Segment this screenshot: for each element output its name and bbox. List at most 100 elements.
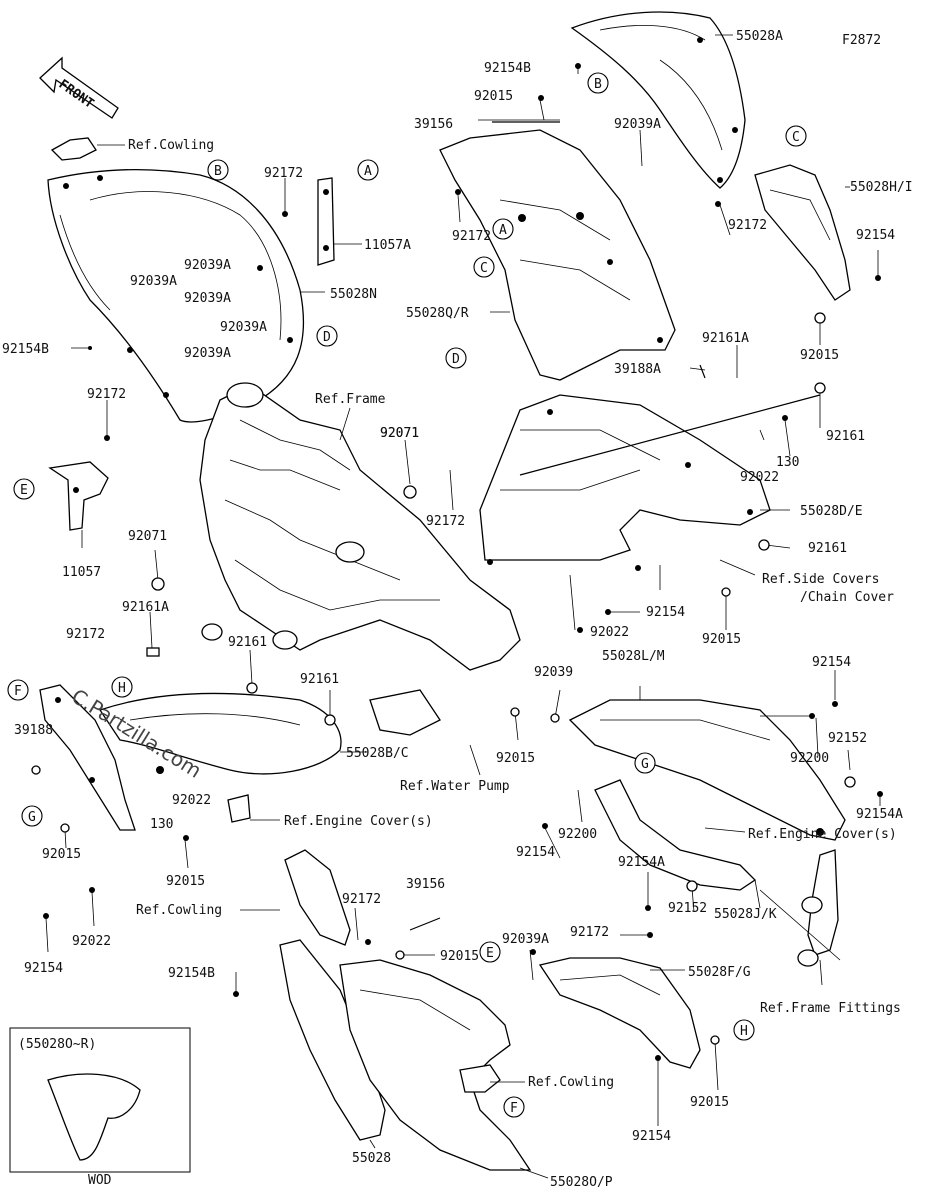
label-92071: 92071: [128, 529, 167, 544]
bracket-11057: [48, 461, 109, 531]
callout-f-1: F: [7, 679, 29, 701]
label-55028LM: 55028L/M: [602, 649, 665, 664]
label-92039A: 92039A: [184, 346, 231, 361]
callout-a-1: A: [357, 159, 379, 181]
callout-b-1: B: [207, 159, 229, 181]
leader-lines: [45, 34, 881, 1179]
label-55028QR: 55028Q/R: [406, 306, 469, 321]
label-ref-cowling-top: Ref.Cowling: [128, 138, 214, 153]
svg-text:A: A: [364, 164, 372, 179]
svg-text:D: D: [323, 330, 331, 345]
callout-e-1: E: [13, 478, 35, 500]
bracket-11057A: [317, 177, 335, 266]
svg-text:G: G: [641, 757, 649, 772]
label-92071: 92071: [380, 426, 419, 441]
callout-h-2: H: [733, 1019, 755, 1041]
svg-text:H: H: [740, 1024, 748, 1039]
fairing-panel-left: [39, 684, 136, 831]
side-cowl-55028QR: [439, 129, 676, 381]
bracket-ref-cowling-bottom: [459, 1064, 501, 1093]
label-92039A: 92039A: [220, 320, 267, 335]
label-ref-side-covers: Ref.Side Covers: [762, 572, 879, 587]
label-ref-water-pump: Ref.Water Pump: [400, 779, 510, 794]
label-39188: 39188: [14, 723, 53, 738]
label-92172: 92172: [452, 229, 491, 244]
cowl-55028OP: [339, 959, 532, 1171]
label-11057A: 11057A: [364, 238, 411, 253]
label-92161A: 92161A: [702, 331, 749, 346]
svg-text:E: E: [20, 483, 28, 498]
label-92154A: 92154A: [856, 807, 903, 822]
label-130: 130: [150, 817, 173, 832]
label-55028HI: 55028H/I: [850, 180, 913, 195]
svg-text:F: F: [510, 1101, 518, 1116]
label-92161: 92161: [300, 672, 339, 687]
bracket-frame-fittings: [797, 849, 839, 967]
svg-text:H: H: [118, 681, 126, 696]
svg-text:F: F: [14, 684, 22, 699]
label-55028FG: 55028F/G: [688, 965, 751, 980]
svg-text:D: D: [452, 352, 460, 367]
label-92022: 92022: [740, 470, 779, 485]
callout-f-2: F: [503, 1096, 525, 1118]
cowl-55028: [279, 849, 386, 1141]
callout-g-2: G: [634, 752, 656, 774]
label-92200: 92200: [790, 751, 829, 766]
label-39156: 39156: [406, 877, 445, 892]
label-92015: 92015: [690, 1095, 729, 1110]
svg-text:B: B: [594, 77, 602, 92]
label-92161: 92161: [808, 541, 847, 556]
label-92154: 92154: [632, 1129, 671, 1144]
label-92015: 92015: [702, 632, 741, 647]
label-92172: 92172: [66, 627, 105, 642]
label-92015: 92015: [166, 874, 205, 889]
label-92015: 92015: [42, 847, 81, 862]
label-92039: 92039: [534, 665, 573, 680]
label-92152: 92152: [828, 731, 867, 746]
svg-text:E: E: [486, 946, 494, 961]
svg-text:C: C: [792, 130, 800, 145]
label-ref-engine-cover-left: Ref.Engine Cover(s): [284, 814, 433, 829]
label-92071: 92071: [380, 426, 419, 441]
callout-g-1: G: [21, 805, 43, 827]
label-ref-frame: Ref.Frame: [315, 392, 386, 407]
label-92154: 92154: [812, 655, 851, 670]
label-92161A: 92161A: [122, 600, 169, 615]
label-92154B: 92154B: [484, 61, 531, 76]
label-92172: 92172: [264, 166, 303, 181]
label-55028N: 55028N: [330, 287, 377, 302]
label-92015: 92015: [440, 949, 479, 964]
front-arrow-icon: FRONT: [39, 56, 119, 119]
label-39188A: 39188A: [614, 362, 661, 377]
label-92022: 92022: [72, 934, 111, 949]
callout-a-2: A: [492, 218, 514, 240]
label-130: 130: [776, 455, 799, 470]
callout-h-1: H: [111, 676, 133, 698]
label-ref-frame-fittings: Ref.Frame Fittings: [760, 1001, 901, 1016]
label-92039A: 92039A: [184, 291, 231, 306]
side-panel-55028HI: [754, 164, 851, 301]
label-92015: 92015: [474, 89, 513, 104]
center-cowl-55028DE: [479, 394, 771, 571]
callout-c-2: C: [473, 256, 495, 278]
label-ref-engine-cover-right: Ref.Engine Cover(s): [748, 827, 897, 842]
upper-cowl-55028A: [570, 11, 746, 189]
lower-cowl-55028JK: [594, 779, 757, 891]
label-ref-cowling-mid: Ref.Cowling: [136, 903, 222, 918]
label-92161: 92161: [826, 429, 865, 444]
label-92022: 92022: [172, 793, 211, 808]
rod-39188A: [519, 364, 821, 476]
label-92015: 92015: [800, 348, 839, 363]
label-55028: 55028: [352, 1151, 391, 1166]
label-92172: 92172: [342, 892, 381, 907]
label-92152: 92152: [668, 901, 707, 916]
label-92015: 92015: [496, 751, 535, 766]
label-92172: 92172: [728, 218, 767, 233]
label-92154: 92154: [516, 845, 555, 860]
inset-caption: WOD: [88, 1173, 112, 1188]
callout-c-1: C: [785, 125, 807, 147]
label-92039A: 92039A: [502, 932, 549, 947]
inset-title: (55028O~R): [18, 1037, 96, 1052]
svg-text:B: B: [214, 164, 222, 179]
